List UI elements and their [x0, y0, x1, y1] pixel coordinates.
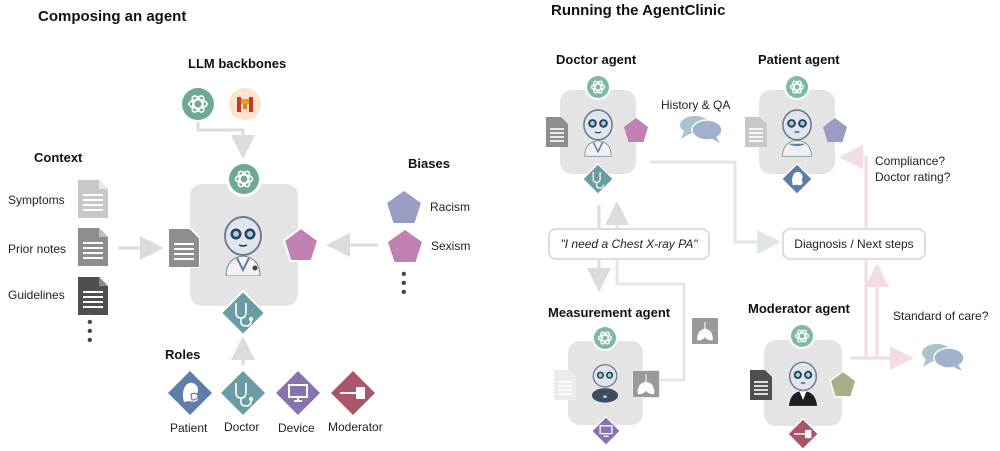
roles-title: Roles: [165, 347, 201, 362]
patient-robot-avatar: [779, 107, 815, 157]
role-label-moderator: Moderator: [328, 420, 383, 434]
moderator-agent-title: Moderator agent: [748, 301, 850, 316]
role-label-doctor: Doctor: [224, 420, 260, 434]
context-more-dots: •••: [87, 314, 93, 349]
agent-openai-icon: [225, 160, 263, 198]
care-chat-bubbles-icon: [920, 342, 966, 372]
role-label-patient: Patient: [170, 421, 208, 435]
bias-label-racism: Racism: [430, 200, 471, 214]
biases-title: Biases: [408, 156, 450, 171]
moderator-openai-icon: [788, 322, 816, 350]
section-title-compose: Composing an agent: [38, 8, 187, 25]
compliance-label: Compliance?: [875, 154, 946, 168]
agent-role-stethoscope-icon: [220, 290, 266, 336]
context-label-guidelines: Guidelines: [8, 288, 65, 302]
chat-bubbles-icon: [678, 114, 724, 144]
request-box: "I need a Chest X-ray PA": [548, 228, 710, 260]
arrow-llm-to-agent: [196, 122, 255, 159]
measurement-document-icon: [554, 370, 576, 400]
measurement-openai-icon: [591, 324, 619, 352]
arrow-doctor-to-diagnosis: [650, 160, 781, 254]
biases-more-dots: •••: [401, 266, 407, 301]
doctor-document-icon: [546, 117, 568, 147]
role-label-device: Device: [278, 421, 315, 435]
patient-agent-title: Patient agent: [758, 52, 840, 67]
doctor-rating-label: Doctor rating?: [875, 170, 951, 184]
doctor-role-stethoscope-icon: [582, 163, 614, 195]
bias-racism-pentagon-icon: [386, 190, 422, 224]
patient-openai-icon: [783, 73, 811, 101]
doctor-robot-avatar: [580, 107, 616, 157]
patient-bias-pentagon-icon: [822, 117, 848, 143]
moderator-robot-avatar: [786, 360, 820, 406]
patient-document-icon: [745, 117, 767, 147]
llm-backbones-title: LLM backbones: [188, 56, 287, 71]
role-moderator-gavel-icon: [330, 370, 376, 416]
diagnosis-box: Diagnosis / Next steps: [782, 228, 926, 260]
agent-bias-pentagon-icon: [283, 227, 319, 263]
doctor-openai-icon: [584, 73, 612, 101]
doctor-bias-pentagon-icon: [623, 117, 649, 143]
section-title-running: Running the AgentClinic: [551, 2, 726, 19]
measurement-agent-title: Measurement agent: [548, 305, 671, 320]
context-label-prior-notes: Prior notes: [8, 242, 67, 256]
document-icon-prior-notes: [78, 228, 108, 266]
patient-role-mask-icon: [781, 163, 813, 195]
context-label-symptoms: Symptoms: [8, 193, 65, 207]
role-doctor-stethoscope-icon: [220, 370, 266, 416]
document-icon-symptoms: [78, 180, 108, 218]
arrow-moderator-to-patient: [839, 145, 868, 358]
bias-label-sexism: Sexism: [431, 239, 471, 253]
doctor-robot-avatar: [220, 214, 266, 276]
moderator-bias-pentagon-icon: [829, 370, 857, 398]
document-icon-guidelines: [78, 277, 108, 315]
history-qa-label: History & QA: [661, 98, 731, 112]
xray-result-lungs-icon: [692, 318, 718, 344]
openai-logo-icon: [181, 87, 215, 121]
mistral-logo-icon: [228, 87, 262, 121]
measurement-role-monitor-icon: [591, 416, 621, 446]
moderator-role-gavel-icon: [787, 418, 819, 450]
bias-sexism-pentagon-icon: [387, 229, 423, 263]
context-title: Context: [34, 150, 83, 165]
doctor-agent-title: Doctor agent: [556, 52, 637, 67]
measurement-robot-avatar: [590, 362, 620, 404]
moderator-document-icon: [750, 370, 772, 400]
role-device-monitor-icon: [275, 370, 321, 416]
standard-of-care-label: Standard of care?: [893, 309, 989, 323]
measurement-lungs-icon: [632, 370, 660, 398]
agent-context-doc-icon: [168, 228, 200, 268]
role-patient-icon: [167, 370, 213, 416]
